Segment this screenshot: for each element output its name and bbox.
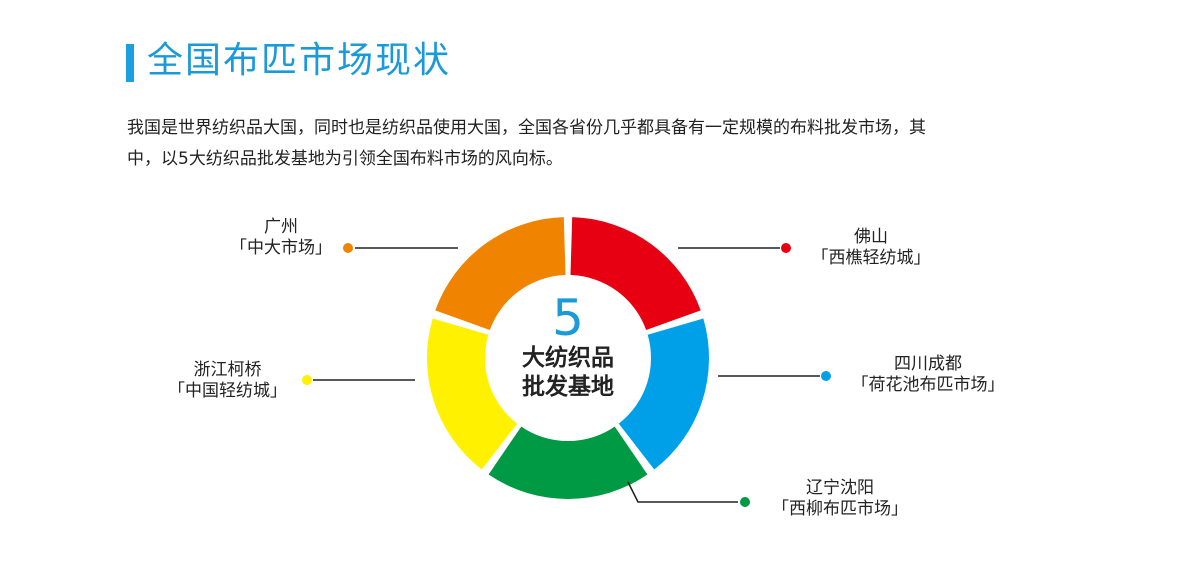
dot-sichuan: [821, 371, 831, 381]
dot-guangzhou: [343, 243, 353, 253]
node-sichuan-city: 四川成都: [894, 354, 962, 374]
ring-segment-zhejiang: [426, 318, 518, 470]
node-zhejiang: 浙江柯桥 「中国轻纺城」: [155, 360, 300, 402]
center-number: 5: [552, 289, 584, 347]
center-label-line-1: 大纺织品: [522, 345, 614, 371]
node-guangzhou-city: 广州: [264, 217, 298, 237]
title-accent-bar: [126, 44, 134, 82]
node-liaoning-city: 辽宁沈阳: [806, 478, 874, 498]
node-liaoning: 辽宁沈阳 「西柳布匹市场」: [755, 478, 925, 520]
ring-segment-foshan: [570, 217, 701, 330]
node-sichuan: 四川成都 「荷花池布匹市场」: [838, 354, 1018, 396]
donut-ring: [426, 217, 709, 499]
node-guangzhou-market: 「中大市场」: [230, 238, 332, 258]
leader-line-liaoning: [627, 481, 738, 503]
center-label: 大纺织品 批发基地: [493, 344, 643, 402]
center-label-line-2: 批发基地: [522, 374, 614, 400]
node-foshan: 佛山 「西樵轻纺城」: [796, 227, 946, 269]
dot-foshan: [781, 243, 791, 253]
intro-line-2: 中，以5大纺织品批发基地为引领全国布料市场的风向标。: [127, 149, 563, 169]
dot-liaoning: [740, 497, 750, 507]
node-foshan-city: 佛山: [854, 227, 888, 247]
ring-segment-guangzhou: [435, 217, 566, 330]
node-liaoning-market: 「西柳布匹市场」: [772, 499, 908, 519]
node-sichuan-market: 「荷花池布匹市场」: [851, 375, 1005, 395]
page-title: 全国布匹市场现状: [147, 40, 452, 81]
node-guangzhou: 广州 「中大市场」: [218, 217, 344, 259]
node-zhejiang-market: 「中国轻纺城」: [168, 381, 287, 401]
intro-line-1: 我国是世界纺织品大国，同时也是纺织品使用大国，全国各省份几乎都具备有一定规模的布…: [127, 118, 926, 138]
intro-paragraph: 我国是世界纺织品大国，同时也是纺织品使用大国，全国各省份几乎都具备有一定规模的布…: [127, 113, 1087, 175]
node-zhejiang-city: 浙江柯桥: [193, 360, 262, 380]
ring-segment-liaoning: [488, 426, 648, 499]
ring-segment-sichuan: [618, 318, 709, 470]
dot-zhejiang: [302, 375, 312, 385]
node-foshan-market: 「西樵轻纺城」: [811, 248, 931, 268]
